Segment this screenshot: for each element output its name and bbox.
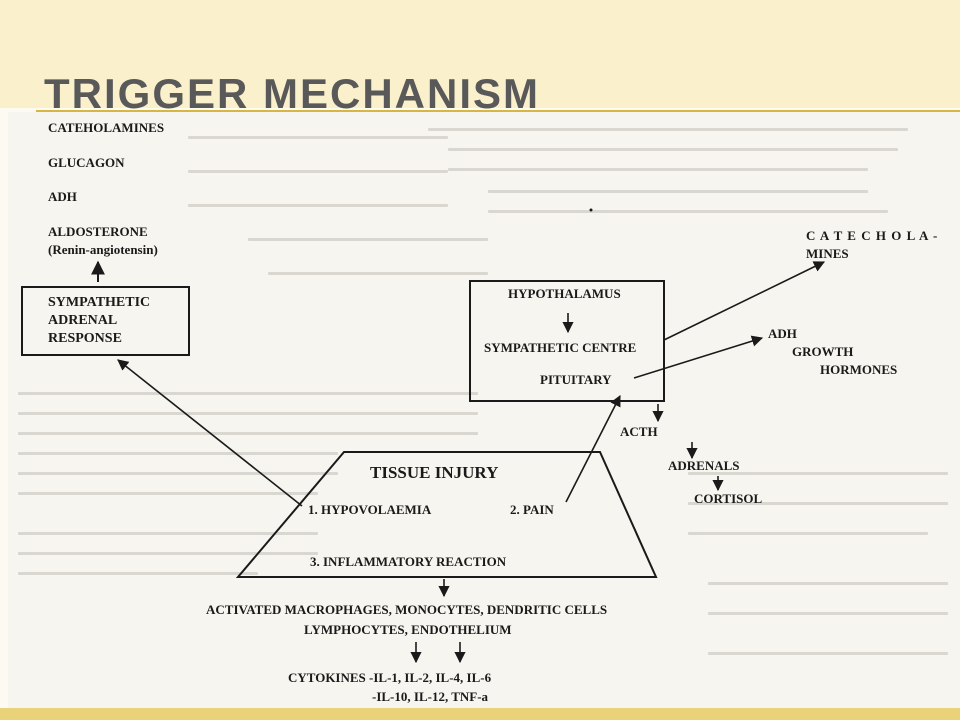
label-hypovolaemia: 1. HYPOVOLAEMIA — [308, 502, 432, 517]
bleed-line — [18, 552, 318, 555]
label-tissue-injury: TISSUE INJURY — [370, 463, 498, 482]
label-adh-left: ADH — [48, 189, 77, 204]
arrow-hypovolaemia-to-sympathetic — [117, 359, 303, 507]
bleed-line — [188, 170, 448, 173]
label-growth: GROWTH — [792, 344, 853, 359]
label-adh-right: ADH — [768, 326, 797, 341]
label-hormones: HORMONES — [820, 362, 897, 377]
bleed-line — [18, 532, 318, 535]
label-cytokines-2: -IL-10, IL-12, TNF-a — [372, 689, 489, 704]
label-catecholamines: CATEHOLAMINES — [48, 120, 164, 135]
bleed-line — [18, 472, 338, 475]
label-lymphocytes: LYMPHOCYTES, ENDOTHELIUM — [304, 622, 512, 637]
arrow-centre-to-catecholamines — [663, 261, 826, 341]
bleed-line — [488, 190, 868, 193]
hypothalamus-box — [469, 280, 665, 402]
bleed-line — [18, 452, 338, 455]
bleed-line — [448, 148, 898, 151]
bleed-line — [688, 472, 948, 475]
bleed-line — [188, 204, 448, 207]
bleed-line — [18, 492, 318, 495]
label-response: RESPONSE — [48, 331, 122, 346]
bleed-line — [708, 582, 948, 585]
label-pituitary: PITUITARY — [540, 372, 612, 387]
bleed-line — [448, 168, 868, 171]
label-cortisol: CORTISOL — [694, 491, 763, 506]
tissue-injury-trapezoid — [235, 451, 658, 578]
bottom-band — [0, 708, 960, 720]
label-adrenals: ADRENALS — [668, 458, 740, 473]
label-cytokines: CYTOKINES -IL-1, IL-2, IL-4, IL-6 — [288, 670, 492, 685]
slide-title: TRIGGER MECHANISM — [44, 70, 540, 117]
title-underline — [36, 110, 960, 112]
label-sympathetic: SYMPATHETIC — [48, 295, 150, 310]
arrow-pituitary-to-adh — [633, 335, 764, 379]
bleed-line — [18, 432, 478, 435]
label-catecholamines-right: C A T E C H O L A - — [806, 228, 938, 243]
bleed-line — [248, 238, 488, 241]
label-activated-cells: ACTIVATED MACROPHAGES, MONOCYTES, DENDRI… — [206, 602, 607, 617]
arrow-pain-to-pituitary — [565, 395, 621, 503]
sympathetic-response-box — [21, 286, 190, 356]
label-mines: MINES — [806, 246, 849, 261]
bleed-line — [428, 128, 908, 131]
label-sympathetic-centre: SYMPATHETIC CENTRE — [484, 340, 636, 355]
bleed-line — [708, 652, 948, 655]
bleed-line — [18, 392, 478, 395]
label-inflammatory-reaction: 3. INFLAMMATORY REACTION — [310, 554, 507, 569]
bleed-line — [18, 412, 478, 415]
bleed-line — [688, 502, 948, 505]
label-adrenal: ADRENAL — [48, 313, 117, 328]
bleed-line — [708, 612, 948, 615]
label-glucagon: GLUCAGON — [48, 155, 125, 170]
scan-speck — [589, 208, 593, 212]
label-renin-angiotensin: (Renin-angiotensin) — [48, 242, 158, 257]
bleed-line — [268, 272, 488, 275]
label-acth: ACTH — [620, 424, 658, 439]
bleed-line — [488, 210, 888, 213]
title-band — [0, 0, 960, 108]
label-aldosterone: ALDOSTERONE — [48, 224, 148, 239]
label-pain: 2. PAIN — [510, 502, 554, 517]
bleed-line — [18, 572, 258, 575]
label-hypothalamus: HYPOTHALAMUS — [508, 286, 621, 301]
bleed-line — [188, 136, 448, 139]
scanned-image-panel — [8, 112, 960, 708]
bleed-line — [688, 532, 928, 535]
